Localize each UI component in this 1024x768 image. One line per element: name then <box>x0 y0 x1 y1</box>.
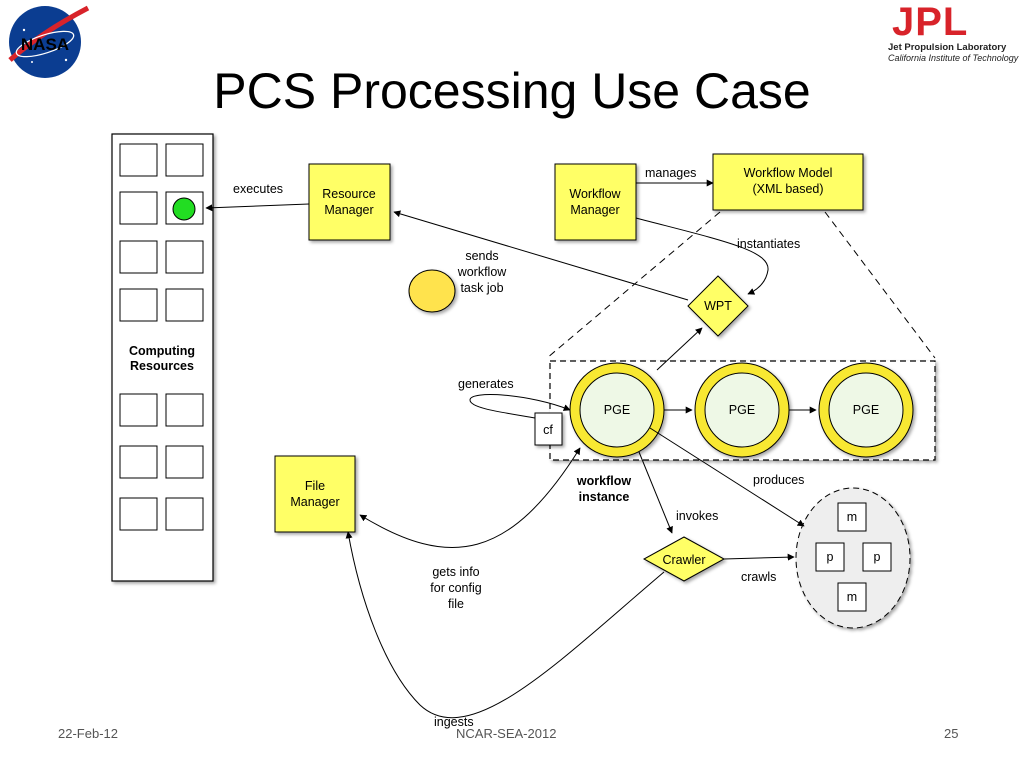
edge-sends-job <box>393 210 689 301</box>
compute-slot <box>119 240 158 274</box>
pge-2-label: PGE <box>729 403 755 417</box>
page-number: 25 <box>944 726 959 741</box>
compute-slot <box>165 497 204 531</box>
edge-crawls <box>723 553 795 561</box>
crawler-label: Crawler <box>662 553 705 567</box>
nasa-logo: NASA <box>2 2 92 87</box>
jpl-name: Jet Propulsion Laboratory <box>888 42 1007 53</box>
label-ingests: ingests <box>434 715 474 729</box>
active-compute-node <box>172 197 196 221</box>
jpl-wordmark: JPL <box>892 0 969 44</box>
compute-slot <box>119 393 158 427</box>
label-crawls: crawls <box>741 570 776 584</box>
edge-executes <box>205 203 310 212</box>
edge-generates <box>469 394 571 419</box>
config-file-node: cf <box>534 412 563 446</box>
product-m-bottom <box>837 582 867 612</box>
compute-slot <box>119 143 158 177</box>
pge-node-2: PGE <box>694 362 790 458</box>
product-p-left <box>815 542 845 572</box>
edge-produces <box>649 427 805 527</box>
jpl-logo: JPL Jet Propulsion Laboratory California… <box>884 2 1024 66</box>
workflow-model-label: Workflow Model(XML based) <box>744 166 833 196</box>
product-p-right <box>862 542 892 572</box>
slide-title: PCS Processing Use Case <box>213 63 811 119</box>
jpl-affiliation: California Institute of Technology <box>888 53 1019 63</box>
pge-node-3: PGE <box>818 362 914 458</box>
wpt-node: WPT <box>687 275 749 337</box>
label-produces: produces <box>753 473 804 487</box>
product-m-top-label: m <box>847 510 857 524</box>
label-invokes: invokes <box>676 509 718 523</box>
label-instantiates: instantiates <box>737 237 800 251</box>
compute-slot <box>119 445 158 479</box>
model-projection-left <box>546 211 721 359</box>
pge-node-1: PGE <box>569 362 665 458</box>
workflow-model-box: Workflow Model(XML based) <box>712 153 864 211</box>
crawler-node: Crawler <box>642 536 726 582</box>
product-m-top <box>837 502 867 532</box>
wpt-label: WPT <box>704 299 732 313</box>
compute-slot <box>165 288 204 322</box>
edge-invokes <box>638 451 673 534</box>
nasa-wordmark: NASA <box>21 35 69 54</box>
cf-label: cf <box>543 423 553 437</box>
compute-slot <box>119 191 158 225</box>
label-executes: executes <box>233 182 283 196</box>
model-projection-right <box>824 211 936 359</box>
product-m-bottom-label: m <box>847 590 857 604</box>
edge-gets-info <box>359 447 581 548</box>
product-p-right-label: p <box>874 550 881 564</box>
product-pool: m p p m <box>795 487 911 629</box>
label-generates: generates <box>458 377 514 391</box>
compute-slot <box>165 393 204 427</box>
footer-center: NCAR-SEA-2012 <box>456 726 557 741</box>
compute-slot <box>165 143 204 177</box>
compute-slot <box>165 240 204 274</box>
edge-instantiates <box>635 217 769 295</box>
compute-slot <box>165 445 204 479</box>
compute-slot <box>119 497 158 531</box>
pge-1-label: PGE <box>604 403 630 417</box>
edge-ingests <box>345 531 665 719</box>
footer-date: 22-Feb-12 <box>58 726 118 741</box>
task-job-token <box>408 269 456 313</box>
edge-pge-to-wpt <box>656 327 703 371</box>
compute-slot <box>119 288 158 322</box>
pge-3-label: PGE <box>853 403 879 417</box>
product-p-left-label: p <box>827 550 834 564</box>
label-manages: manages <box>645 166 696 180</box>
